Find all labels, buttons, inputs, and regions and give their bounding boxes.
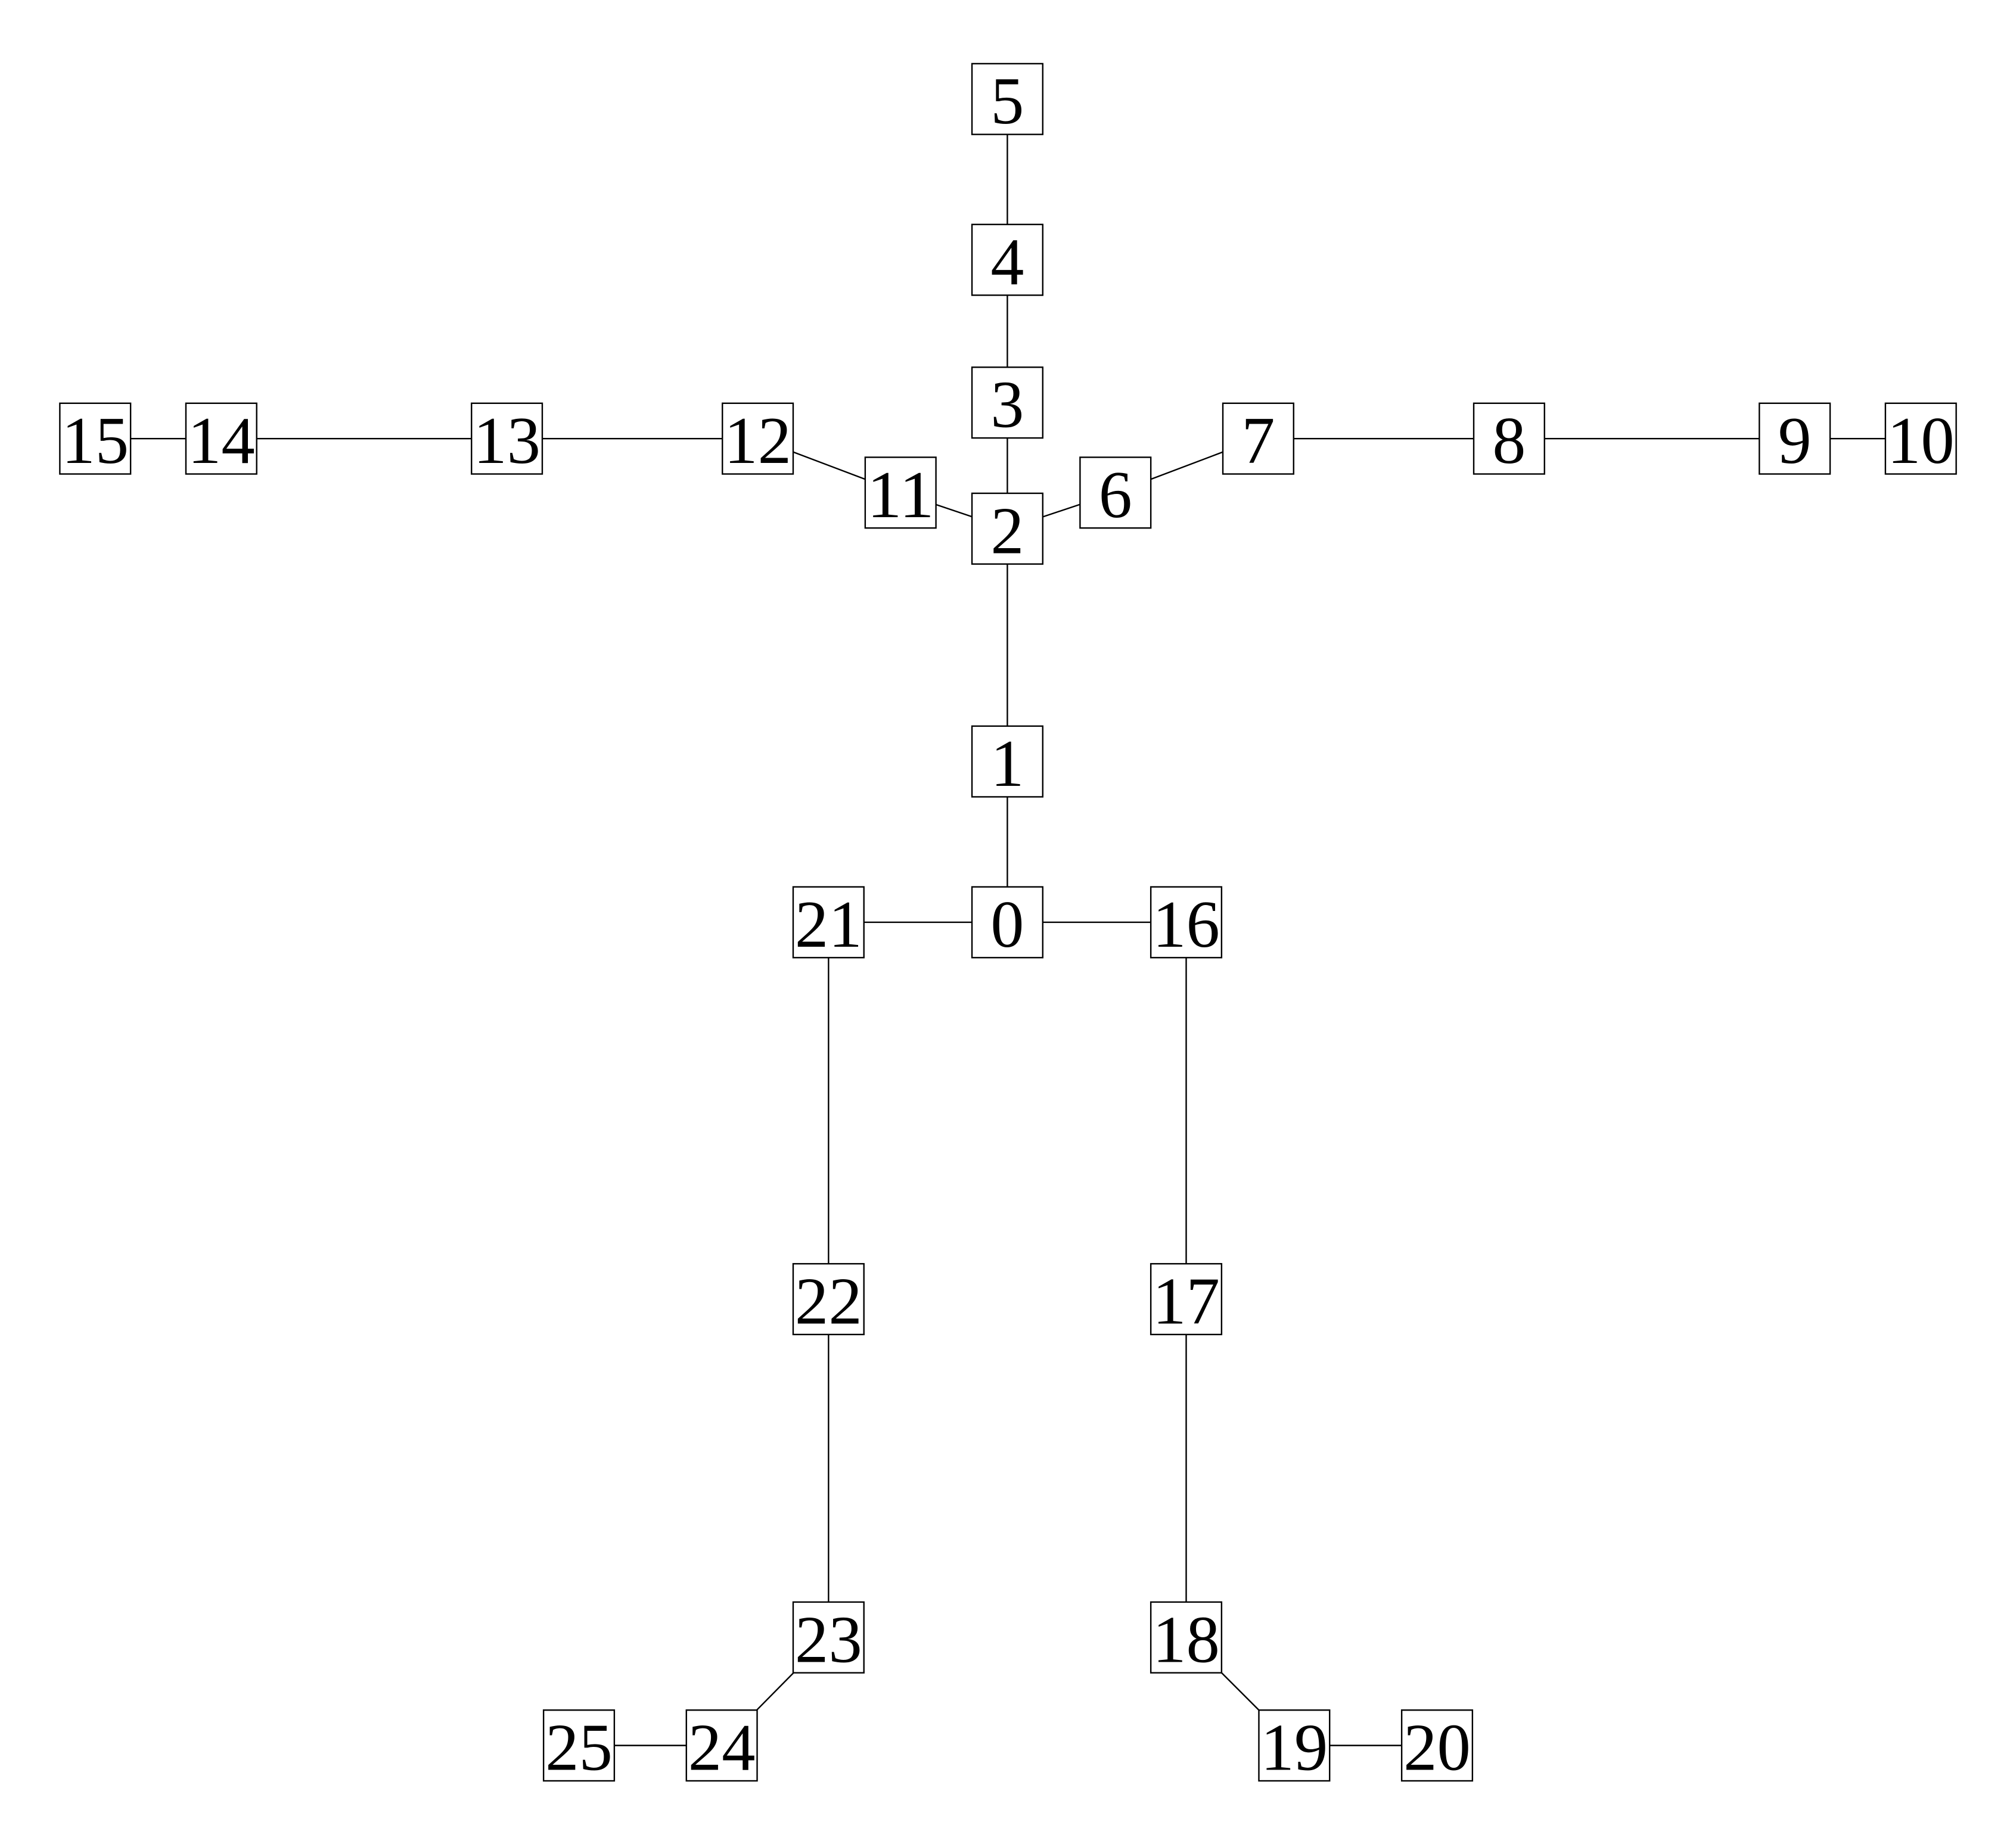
- node-label: 3: [990, 368, 1024, 442]
- edge-23-24: [756, 1672, 794, 1711]
- node-label: 2: [990, 494, 1024, 568]
- node-0: 0: [971, 886, 1043, 962]
- node-box: [471, 402, 543, 475]
- node-13: 13: [471, 402, 543, 478]
- node-label: 24: [688, 1711, 756, 1785]
- node-label: 14: [188, 404, 255, 478]
- node-22: 22: [792, 1262, 865, 1338]
- node-box: [971, 63, 1043, 135]
- node-label: 8: [1492, 404, 1526, 478]
- node-14: 14: [185, 402, 257, 478]
- node-label: 22: [795, 1264, 862, 1338]
- node-label: 4: [990, 225, 1024, 299]
- node-15: 15: [59, 402, 132, 478]
- node-10: 10: [1884, 402, 1957, 478]
- node-box: [971, 886, 1043, 959]
- node-8: 8: [1473, 402, 1545, 478]
- node-box: [1150, 1601, 1223, 1674]
- node-box: [185, 402, 257, 475]
- node-5: 5: [971, 63, 1043, 138]
- node-box: [685, 1709, 758, 1782]
- node-box: [1258, 1709, 1331, 1782]
- node-label: 19: [1260, 1711, 1328, 1785]
- node-12: 12: [722, 402, 794, 478]
- node-label: 23: [795, 1603, 862, 1677]
- node-11: 11: [864, 456, 937, 532]
- node-box: [59, 402, 132, 475]
- node-box: [722, 402, 794, 475]
- node-box: [1400, 1709, 1474, 1782]
- node-label: 13: [473, 404, 541, 478]
- node-label: 18: [1153, 1603, 1220, 1677]
- node-box: [864, 456, 937, 529]
- node-9: 9: [1759, 402, 1831, 478]
- node-3: 3: [971, 366, 1043, 442]
- node-box: [1150, 1262, 1223, 1336]
- node-box: [971, 492, 1043, 565]
- node-label: 15: [61, 404, 129, 478]
- node-box: [792, 1601, 865, 1674]
- node-label: 5: [990, 64, 1024, 138]
- edge-2-6: [1042, 503, 1080, 518]
- edge-11-12: [793, 451, 866, 480]
- node-box: [1222, 402, 1294, 475]
- node-box: [792, 1262, 865, 1336]
- node-6: 6: [1079, 456, 1152, 532]
- node-2: 2: [971, 492, 1043, 568]
- node-label: 16: [1153, 888, 1220, 962]
- node-16: 16: [1150, 886, 1223, 962]
- node-label: 21: [795, 888, 862, 962]
- node-box: [1884, 402, 1957, 475]
- node-17: 17: [1150, 1262, 1223, 1338]
- node-box: [971, 366, 1043, 439]
- node-24: 24: [685, 1709, 758, 1785]
- node-box: [1759, 402, 1831, 475]
- node-label: 6: [1099, 458, 1132, 532]
- node-box: [1150, 886, 1223, 959]
- node-box: [792, 886, 865, 959]
- node-label: 7: [1241, 404, 1275, 478]
- node-label: 0: [990, 888, 1024, 962]
- node-23: 23: [792, 1601, 865, 1677]
- node-25: 25: [542, 1709, 616, 1785]
- edge-6-7: [1150, 451, 1223, 480]
- node-box: [1473, 402, 1545, 475]
- node-7: 7: [1222, 402, 1294, 478]
- node-21: 21: [792, 886, 865, 962]
- node-label: 20: [1403, 1711, 1471, 1785]
- node-label: 9: [1778, 404, 1812, 478]
- node-19: 19: [1258, 1709, 1331, 1785]
- node-label: 12: [724, 404, 791, 478]
- node-label: 1: [990, 727, 1024, 801]
- node-box: [542, 1709, 616, 1782]
- node-box: [1079, 456, 1152, 529]
- node-20: 20: [1400, 1709, 1474, 1785]
- node-box: [971, 223, 1043, 296]
- node-label: 17: [1153, 1264, 1220, 1338]
- node-4: 4: [971, 223, 1043, 299]
- node-18: 18: [1150, 1601, 1223, 1677]
- node-label: 25: [545, 1711, 613, 1785]
- node-label: 11: [867, 458, 934, 532]
- node-label: 10: [1887, 404, 1955, 478]
- edge-18-19: [1221, 1672, 1260, 1711]
- edge-2-11: [936, 503, 973, 518]
- node-1: 1: [971, 725, 1043, 801]
- edges-layer: [131, 134, 1885, 1746]
- node-box: [971, 725, 1043, 798]
